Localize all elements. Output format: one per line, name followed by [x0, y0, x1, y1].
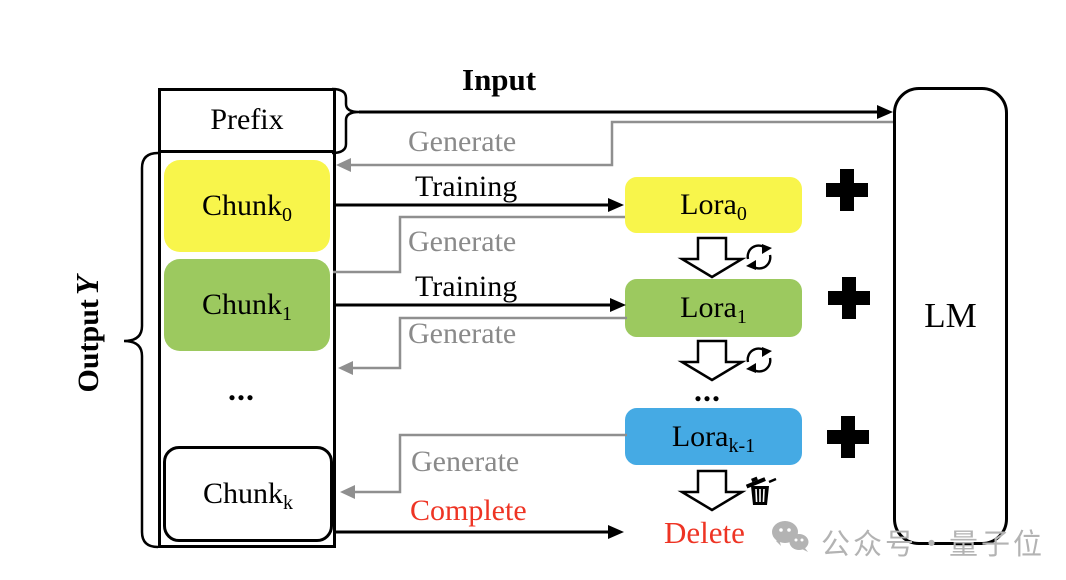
lora-box-0: Lora0 — [625, 177, 802, 233]
plus-icon-1 — [828, 277, 870, 319]
generate-label-1: Generate — [408, 125, 517, 158]
generate-label-3: Generate — [408, 317, 517, 350]
refresh-icon-1 — [746, 347, 772, 373]
input-arrow — [359, 105, 893, 119]
lora-label-1: Lora1 — [680, 291, 747, 328]
training-label-1: Training — [415, 270, 518, 303]
lm-box: LM — [893, 87, 1008, 545]
trash-icon — [745, 476, 777, 505]
plus-icon-2 — [827, 416, 869, 458]
block-down-arrow-2 — [677, 469, 747, 512]
watermark-text: 公众号・量子位 — [821, 529, 1046, 561]
block-down-arrow-0 — [677, 236, 747, 279]
complete-arrow — [333, 525, 624, 539]
chunks-ellipsis: ... — [228, 371, 255, 407]
generate-label-2: Generate — [408, 225, 517, 258]
complete-label: Complete — [410, 494, 527, 527]
plus-icon-0 — [826, 169, 868, 211]
delete-label: Delete — [664, 515, 745, 550]
chunk-label-0: Chunk0 — [201, 189, 292, 226]
chunk-label-1: Chunk1 — [201, 288, 292, 325]
input-label: Input — [462, 62, 537, 97]
prefix-divider — [158, 150, 336, 153]
loras-ellipsis: ... — [694, 372, 721, 408]
output-brace — [123, 151, 159, 549]
wechat-icon — [772, 521, 809, 552]
prefix-brace — [331, 87, 360, 155]
lora-box-1: Lora1 — [625, 279, 802, 337]
chunk-box-0: Chunk0 — [164, 160, 330, 252]
lora-label-0: Lora0 — [680, 188, 747, 225]
generate-label-4: Generate — [411, 445, 520, 478]
chunk-box-1: Chunk1 — [164, 259, 330, 351]
lm-label: LM — [924, 296, 977, 335]
script-y-symbol: Y — [69, 275, 105, 296]
lora-label-k-1: Lorak-1 — [671, 419, 756, 457]
prefix-label: Prefix — [210, 103, 284, 136]
lora-box-k-1: Lorak-1 — [625, 408, 802, 465]
training-label-0: Training — [415, 170, 518, 203]
output-label: OutputY — [69, 275, 105, 393]
chunk-box-k: Chunkk — [163, 446, 333, 542]
refresh-icon-0 — [746, 244, 772, 270]
chunk-label-k: Chunkk — [202, 477, 293, 514]
prefix-box: Prefix — [158, 88, 336, 152]
